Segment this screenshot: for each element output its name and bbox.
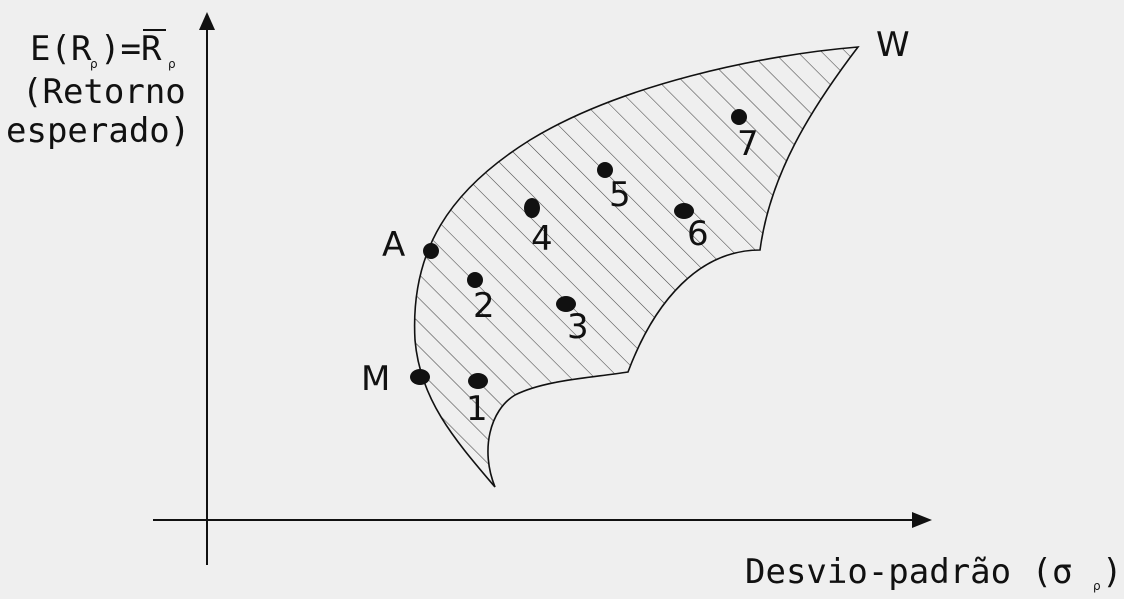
point-5-marker bbox=[597, 162, 613, 178]
point-6-label: 6 bbox=[687, 214, 709, 254]
point-a-label: A bbox=[382, 225, 405, 265]
point-6-marker bbox=[674, 203, 694, 219]
point-5-label: 5 bbox=[609, 175, 631, 215]
y-axis-label-line3: esperado) bbox=[6, 111, 190, 151]
point-m-label: M bbox=[361, 359, 390, 399]
point-7-label: 7 bbox=[737, 124, 759, 164]
point-2-marker bbox=[467, 272, 483, 288]
y-axis-label-line1-sub: ρ bbox=[90, 57, 98, 71]
y-axis-label-line1-main: E(R bbox=[30, 29, 92, 69]
y-axis-label-line1-sub2: ρ bbox=[168, 57, 176, 71]
point-2-label: 2 bbox=[473, 286, 495, 326]
point-7-marker bbox=[731, 109, 747, 125]
point-3-marker bbox=[556, 296, 576, 312]
point-a-marker bbox=[423, 243, 439, 259]
point-w-label: W bbox=[876, 25, 910, 65]
y-axis-label-line1-eq: )=R bbox=[100, 29, 162, 69]
x-axis-label: Desvio-padrão (σ ρ ) bbox=[745, 552, 1122, 593]
x-axis-label-main: Desvio-padrão (σ bbox=[745, 552, 1073, 592]
point-4-label: 4 bbox=[531, 219, 553, 259]
point-1-marker bbox=[468, 373, 488, 389]
y-axis-label-line2: (Retorno bbox=[22, 72, 186, 112]
y-axis-arrowhead bbox=[199, 12, 215, 30]
feasible-set-region bbox=[413, 46, 860, 488]
y-axis-label: E(R ρ )=R ρ (Retorno esperado) bbox=[6, 29, 190, 151]
x-axis-label-sub: ρ bbox=[1093, 579, 1101, 593]
point-3-label: 3 bbox=[567, 307, 589, 347]
x-axis-label-close: ) bbox=[1102, 552, 1122, 592]
point-4-marker bbox=[524, 198, 540, 218]
x-axis-arrowhead bbox=[912, 512, 932, 528]
point-1-label: 1 bbox=[466, 389, 488, 429]
point-m-marker bbox=[410, 369, 430, 385]
